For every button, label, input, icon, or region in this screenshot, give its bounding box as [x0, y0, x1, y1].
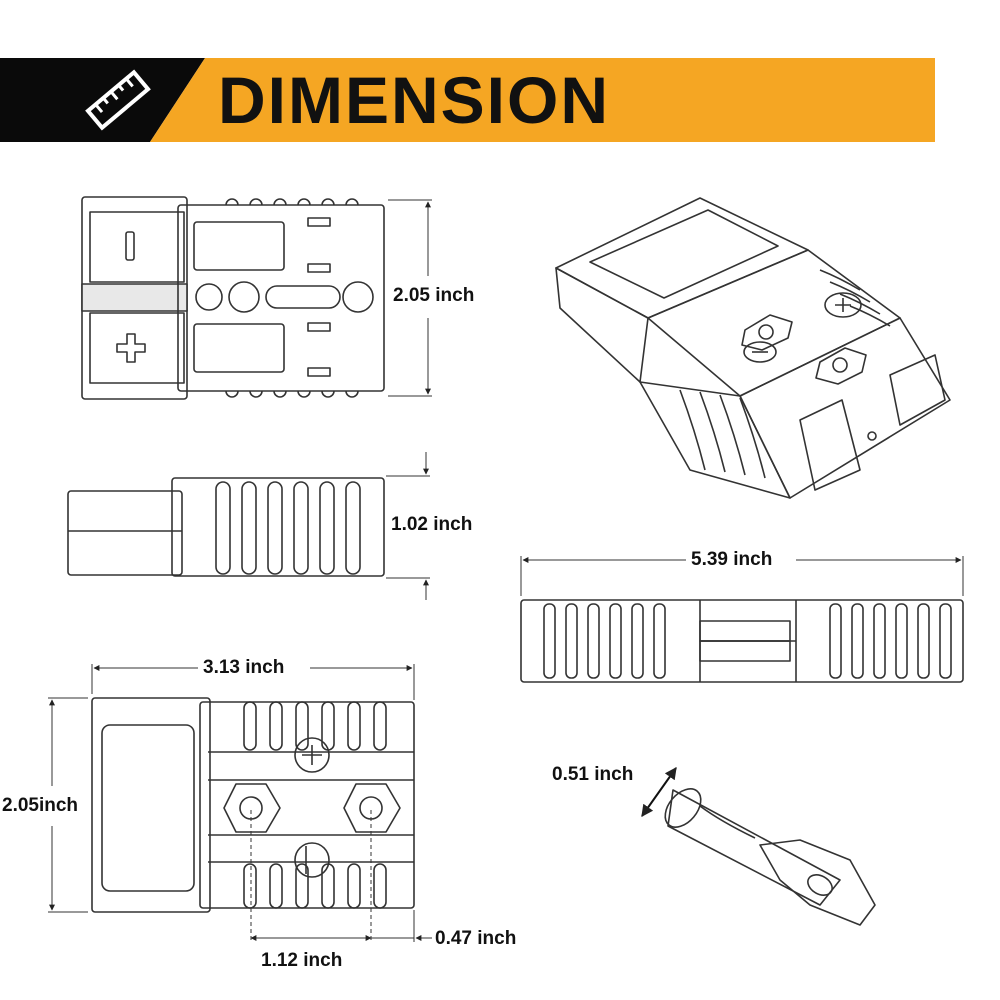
long-side-view-drawing [520, 599, 964, 683]
minus-icon [125, 231, 135, 261]
dimension-bottom-view-height: 2.05inch [2, 795, 79, 817]
plus-icon [116, 333, 146, 363]
terminal-pin-drawing [664, 788, 876, 926]
header-banner [0, 58, 935, 142]
ruler-icon [85, 69, 151, 131]
dimension-total-length: 5.39 inch [688, 549, 776, 571]
top-view-drawing [81, 196, 385, 400]
dimension-side-view-height: 1.02 inch [388, 514, 476, 536]
dimension-bottom-view-width: 3.13 inch [200, 657, 288, 679]
bottom-view-drawing [91, 697, 415, 913]
side-view-drawing [67, 477, 385, 577]
dimension-terminal-diameter: 0.51 inch [549, 764, 637, 786]
dimension-top-view-height: 2.05 inch [390, 285, 478, 307]
page-title: DIMENSION [218, 63, 611, 137]
isometric-view-drawing [555, 197, 951, 499]
dimension-edge-offset: 0.47 inch [432, 928, 520, 950]
dimension-hole-spacing: 1.12 inch [258, 950, 346, 972]
